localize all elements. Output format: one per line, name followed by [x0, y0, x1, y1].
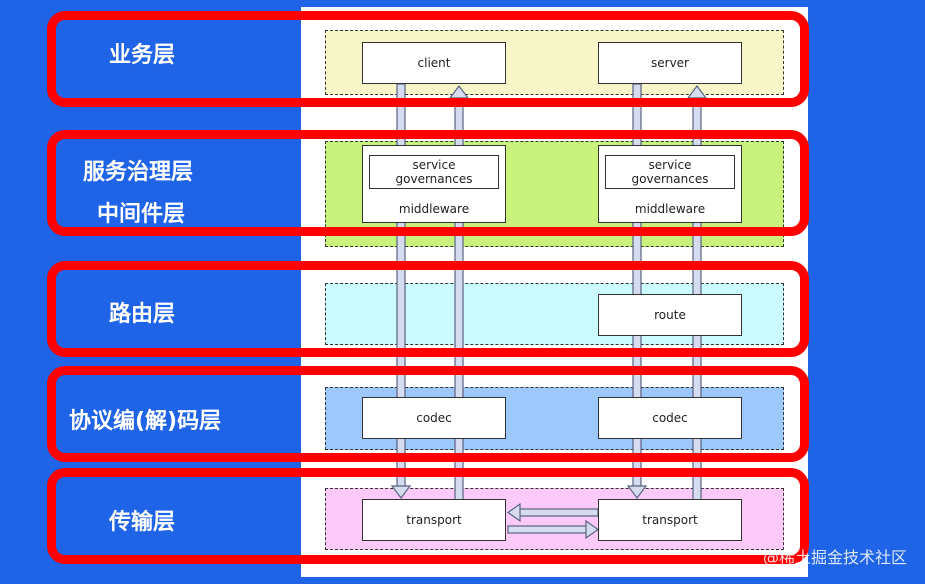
service-governances-right: service governances [605, 155, 735, 189]
client-box: client [362, 42, 506, 84]
business-layer-label: 业务层 [109, 43, 176, 68]
middleware-label-right: middleware [634, 202, 706, 216]
codec-layer-frame [47, 366, 809, 462]
governance-layer-label: 服务治理层 [83, 160, 194, 185]
arrow-right-down [626, 83, 648, 499]
route-layer-frame [47, 261, 809, 357]
service-governances-left: service governances [369, 155, 499, 189]
transport-box-left: transport [362, 499, 506, 541]
codec-box-right: codec [598, 397, 742, 439]
transport-box-right: transport [598, 499, 742, 541]
governance-layer-frame [47, 130, 809, 236]
arrow-left-down [390, 83, 412, 499]
route-layer-label: 路由层 [109, 302, 176, 327]
codec-layer-label: 协议编(解)码层 [69, 409, 222, 434]
middleware-layer-label: 中间件层 [97, 202, 186, 227]
codec-box-left: codec [362, 397, 506, 439]
transport-layer-label: 传输层 [109, 510, 176, 535]
business-layer-frame [47, 11, 809, 107]
watermark: @稀土掘金技术社区 [762, 548, 907, 567]
arrow-transport-right [507, 519, 600, 540]
transport-layer-frame [47, 468, 809, 564]
middleware-label-left: middleware [398, 202, 470, 216]
server-box: server [598, 42, 742, 84]
route-box: route [598, 294, 742, 336]
